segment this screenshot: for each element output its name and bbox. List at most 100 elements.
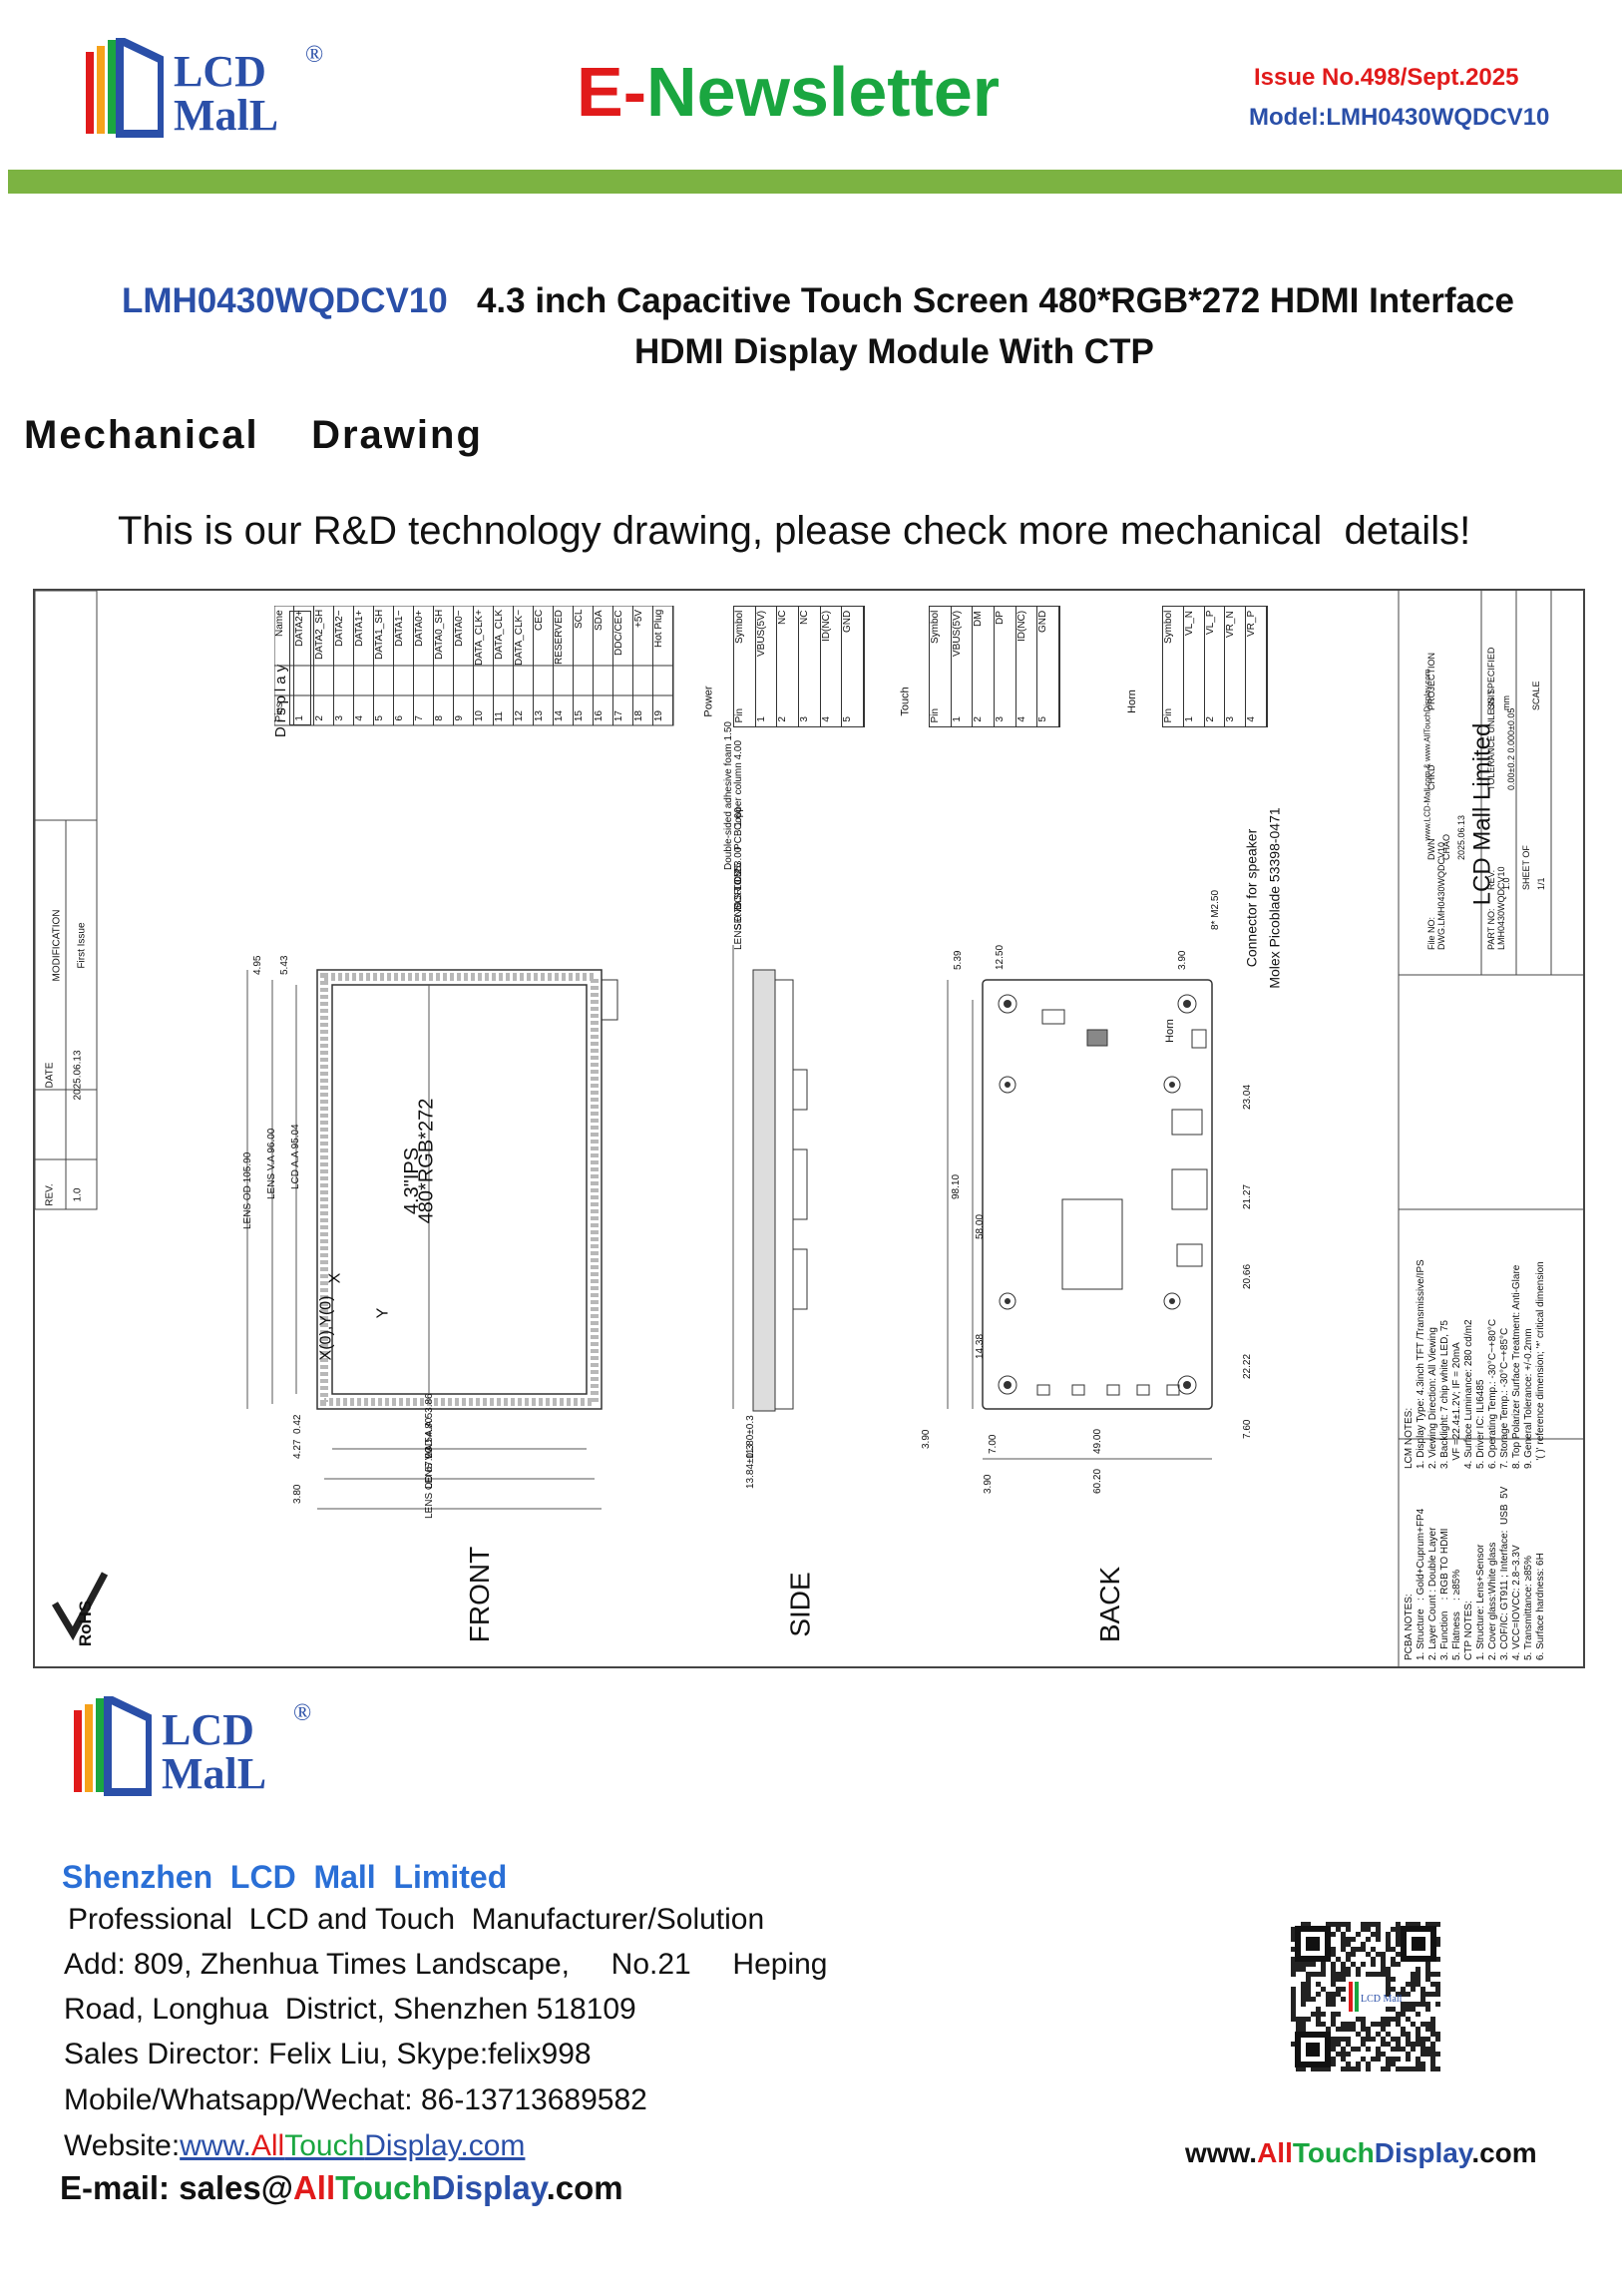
website-label: Website: xyxy=(64,2129,181,2162)
display-name: SDA xyxy=(594,610,605,631)
title-block-field: UNIT xyxy=(1486,689,1496,710)
footer-line-1: Professional LCD and Touch Manufacturer/… xyxy=(68,1903,765,1936)
power-pin: Pin xyxy=(734,707,745,722)
horn-pin: Pin xyxy=(1163,707,1174,722)
back-dim: 5.39 xyxy=(953,950,964,970)
display-name: DATA_CLK+ xyxy=(474,610,485,667)
horn-pin: 4 xyxy=(1246,716,1258,722)
mod-value: First Issue xyxy=(76,922,88,969)
power-pin: 1 xyxy=(755,716,767,722)
logo-line2: MalL xyxy=(174,91,279,140)
title-block-field: SCALE xyxy=(1531,681,1541,710)
display-pin: 3 xyxy=(334,715,345,721)
title-block-field: 0.00±0.2 0.000±0.05 xyxy=(1506,707,1516,790)
power-table-title: Power xyxy=(702,686,715,717)
newsletter-title: E-Newsletter xyxy=(577,52,1000,132)
display-row: 13 CEC xyxy=(534,606,554,725)
back-dim: 7.00 xyxy=(988,1434,999,1454)
front-dim: 4.95 xyxy=(252,955,263,975)
title-block-field: 1.0 xyxy=(1501,877,1511,890)
touch-name: GND xyxy=(1037,611,1049,634)
power-name: NC xyxy=(777,611,789,626)
touch-name: VBUS(5V) xyxy=(951,611,963,658)
display-name: DATA0+ xyxy=(414,610,425,647)
product-desc-line1: 4.3 inch Capacitive Touch Screen 480*RGB… xyxy=(476,281,1514,320)
display-pin: 11 xyxy=(494,710,505,721)
section-intro: This is our R&D technology drawing, plea… xyxy=(118,509,1471,553)
display-name: DATA2+ xyxy=(294,610,305,647)
title-block-field: DWN xyxy=(1426,838,1436,861)
footer-line-4: Sales Director: Felix Liu, Skype:felix99… xyxy=(64,2038,592,2070)
qr-code-icon[interactable]: LCD Mall xyxy=(1291,1922,1440,2071)
display-pin: 9 xyxy=(454,715,465,721)
back-dim: 60.20 xyxy=(1092,1468,1103,1494)
horn-name: VR_P xyxy=(1246,611,1258,638)
display-row: 18+5V xyxy=(633,606,653,725)
touch-name: Symbol xyxy=(930,611,941,645)
rohs-check-icon xyxy=(51,1572,109,1641)
back-dim: 3.90 xyxy=(1177,950,1188,970)
footer-email[interactable]: E-mail: sales@AllTouchDisplay.com xyxy=(60,2169,623,2206)
display-name: Name xyxy=(274,610,285,637)
front-view-label: FRONT xyxy=(464,1546,496,1643)
footer-line-2: Add: 809, Zhenhua Times Landscape, No.21… xyxy=(64,1948,828,1981)
title-rest: Newsletter xyxy=(646,53,1001,131)
display-pin: 6 xyxy=(394,715,405,721)
mechanical-drawing: REV. 1.0 DATE 2025.06.13 MODIFICATION Fi… xyxy=(33,589,1585,1668)
back-view-label: BACK xyxy=(1094,1566,1126,1643)
horn-name: VL_P xyxy=(1204,611,1216,636)
display-pin: 5 xyxy=(374,715,385,721)
drawing-canvas xyxy=(35,591,1583,1666)
display-pin: 17 xyxy=(613,709,624,721)
horn-name: VR_N xyxy=(1225,611,1237,638)
title-e: E xyxy=(577,53,623,131)
display-name: RESERVED xyxy=(554,610,565,665)
qr-label: LCD Mall xyxy=(1361,1994,1403,2005)
product-title-line1: LMH0430WQDCV10 4.3 inch Capacitive Touch… xyxy=(122,281,1514,321)
side-dim: 13.84±0.3 xyxy=(745,1444,756,1489)
email-label: E-mail: sales@ xyxy=(60,2169,293,2206)
rev-value: 1.0 xyxy=(72,1187,84,1202)
footer-logo: LCD MalL ® xyxy=(72,1696,311,1801)
display-name: DATA1− xyxy=(394,610,405,647)
website-link[interactable]: www.AllTouchDisplay.com xyxy=(180,2129,526,2162)
back-dim: 22.22 xyxy=(1242,1353,1253,1379)
footer-website-right[interactable]: www.AllTouchDisplay.com xyxy=(1185,2137,1537,2168)
side-view-label: SIDE xyxy=(784,1572,816,1637)
display-pin: 13 xyxy=(534,709,545,721)
product-desc-line2: HDMI Display Module With CTP xyxy=(634,332,1154,371)
front-dim: LCD A.A 95.04 xyxy=(290,1124,301,1189)
footer-line-5: Mobile/Whatsapp/Wechat: 86-13713689582 xyxy=(64,2083,647,2116)
display-name: DATA0− xyxy=(454,610,465,647)
display-name: CEC xyxy=(534,610,545,632)
title-block-field: 2025.06.13 xyxy=(1456,814,1466,860)
display-table-grid xyxy=(274,606,674,726)
issue-number: Issue No.498/Sept.2025 xyxy=(1254,64,1519,91)
display-name: DDC/CEC xyxy=(613,610,624,656)
display-name: DATA2_SH xyxy=(314,610,325,661)
horn-name: VL_N xyxy=(1183,611,1195,637)
display-name: DATA0_SH xyxy=(434,610,445,661)
power-name: NC xyxy=(799,611,811,626)
display-row: 17 DDC/CEC xyxy=(613,606,633,725)
title-block-field: 1/1 xyxy=(1536,877,1546,890)
display-pin: 18 xyxy=(633,709,644,721)
touch-name: DM xyxy=(973,611,985,627)
touch-pin: 2 xyxy=(973,716,985,722)
power-pin: 3 xyxy=(799,716,811,722)
